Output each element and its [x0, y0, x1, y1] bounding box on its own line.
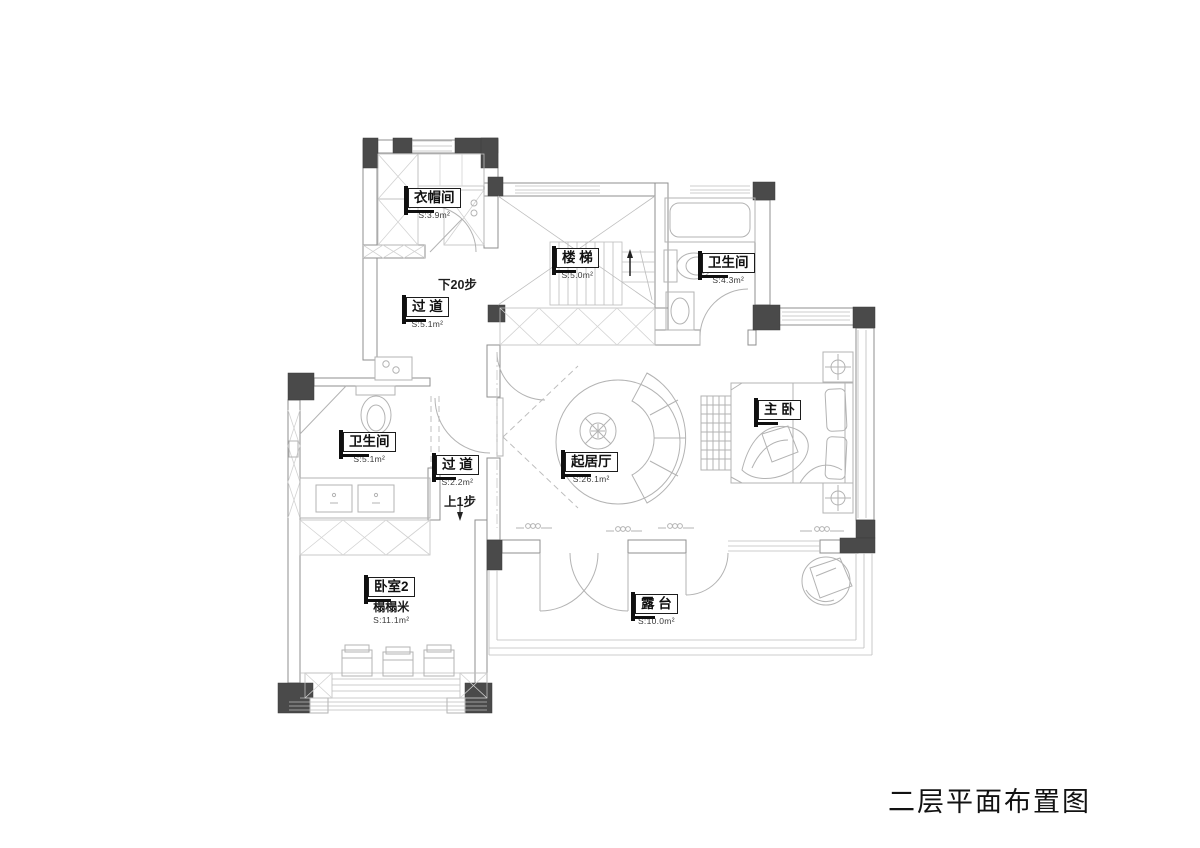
room-area: S:11.1m² — [373, 615, 410, 625]
room-name: 过 道 — [432, 453, 479, 482]
room-area: S:5.1m² — [353, 454, 386, 464]
room-label-corridor-upper: 过 道 S:5.1m² — [402, 295, 449, 329]
room-label-master: 主 卧 — [754, 398, 801, 427]
room-label-corridor-lower: 过 道 S:2.2m² — [432, 453, 479, 487]
room-label-bath-left: 卫生间 S:5.1m² — [339, 430, 396, 464]
room-name: 过 道 — [402, 295, 449, 324]
room-area: S:10.0m² — [637, 616, 675, 626]
room-label-cloakroom: 衣帽间 S:3.9m² — [404, 186, 461, 220]
room-area: S:3.9m² — [418, 210, 451, 220]
room-area: S:5.1m² — [411, 319, 444, 329]
room-name: 起居厅 — [561, 450, 618, 479]
room-area: S:2.2m² — [441, 477, 474, 487]
room-label-living: 起居厅 S:26.1m² — [561, 450, 618, 484]
room-name: 卫生间 — [339, 430, 396, 459]
room-name: 衣帽间 — [404, 186, 461, 215]
room-label-stairs: 楼 梯 S:5.0m² — [552, 246, 599, 280]
room-name: 露 台 — [631, 592, 678, 621]
stairs-down-note: 下20步 — [438, 278, 477, 292]
room-area: S:4.3m² — [712, 275, 745, 285]
room-name: 卫生间 — [698, 251, 755, 280]
room-label-bedroom2: 卧室2 榻榻米 S:11.1m² — [364, 575, 415, 625]
room-name: 主 卧 — [754, 398, 801, 427]
room-label-terrace: 露 台 S:10.0m² — [631, 592, 678, 626]
room-subtitle: 榻榻米 — [373, 600, 410, 614]
room-name: 卧室2 — [364, 575, 415, 604]
room-label-bath-upper: 卫生间 S:4.3m² — [698, 251, 755, 285]
room-name: 楼 梯 — [552, 246, 599, 275]
room-area: S:26.1m² — [572, 474, 610, 484]
room-area: S:5.0m² — [561, 270, 594, 280]
plan-title: 二层平面布置图 — [888, 787, 1091, 817]
step-up-note: 上1步 — [444, 495, 476, 509]
